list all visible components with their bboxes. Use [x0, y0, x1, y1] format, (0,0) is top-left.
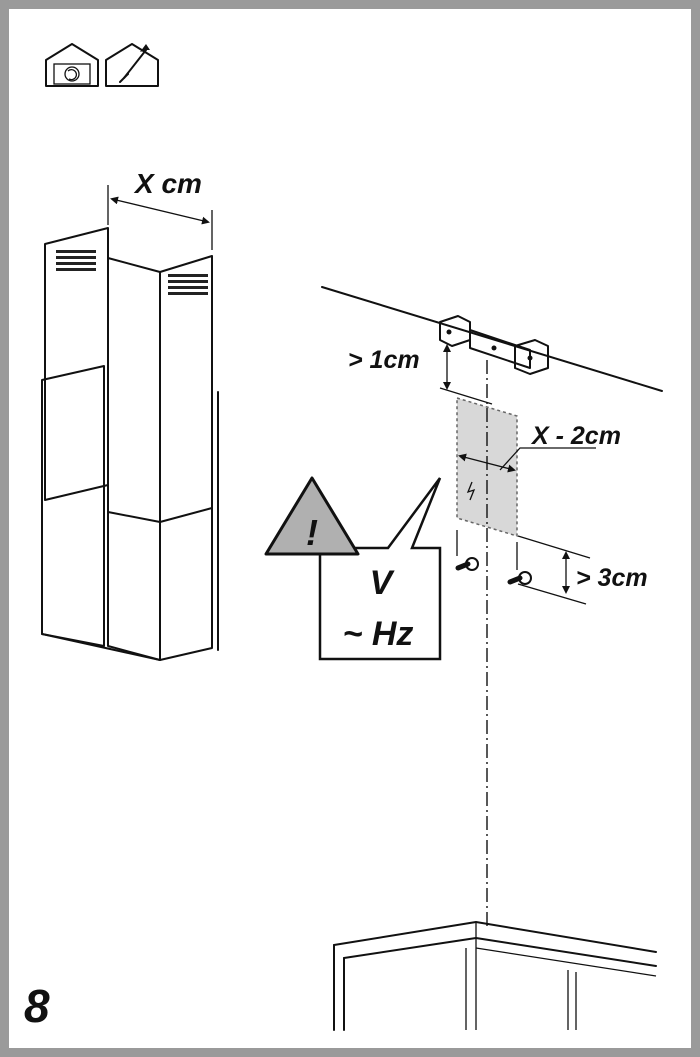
wall-screw-right	[507, 571, 532, 585]
bracket-gap-label: > 1cm	[348, 346, 420, 374]
screw-offset-line-top	[517, 535, 591, 559]
warning-exclamation: !	[306, 512, 318, 553]
electric-symbol-icon	[466, 481, 476, 501]
zone-width-label: X - 2cm	[530, 422, 621, 450]
chimney-width-dimension	[107, 185, 213, 250]
zone-width-leader	[499, 447, 596, 471]
chimney-vent-grille-left	[56, 250, 96, 271]
chimney-vent-grille-right	[168, 274, 208, 295]
step-number: 8	[24, 980, 50, 1032]
chimney-cover	[41, 227, 219, 661]
cooktop-counter	[333, 921, 657, 1031]
chimney-width-label: X cm	[133, 168, 202, 199]
wall-screw-left	[455, 557, 479, 571]
frequency-label: ~ Hz	[343, 615, 414, 653]
screw-offset-line-bottom	[517, 583, 587, 605]
voltage-label: V	[370, 564, 396, 602]
screw-gap-label: > 3cm	[576, 564, 648, 592]
mounting-bracket	[439, 315, 549, 375]
power-callout-bubble	[318, 477, 442, 661]
warning-triangle-icon	[264, 476, 360, 556]
house-recirculation-icon	[45, 43, 99, 87]
house-exhaust-icon	[105, 43, 159, 87]
bracket-offset-line	[439, 387, 493, 405]
ceiling-line	[321, 286, 663, 392]
